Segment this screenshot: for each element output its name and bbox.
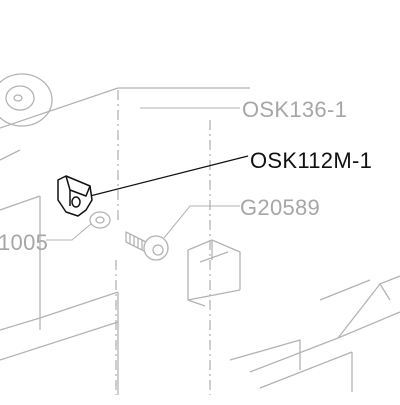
clip-part-osk112m [57, 175, 93, 217]
leader-osk112m [89, 155, 249, 197]
washer-part [89, 211, 111, 229]
leader-left-partial [46, 217, 99, 241]
callout-label-left-partial: 1005 [0, 230, 48, 255]
leader-g20589 [163, 205, 240, 239]
housing-frame [0, 73, 400, 395]
faded-leader-lines [46, 107, 240, 241]
callout-label-g20589: G20589 [240, 195, 320, 220]
callout-label-osk112m: OSK112M-1 [250, 148, 372, 173]
callout-label-osk136: OSK136-1 [242, 97, 347, 122]
screw-part-g20589 [125, 231, 169, 261]
